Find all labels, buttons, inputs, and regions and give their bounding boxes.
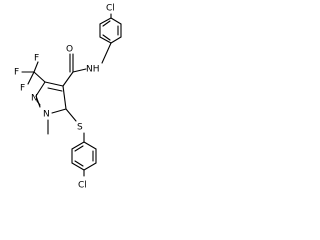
atom-label-thio-s: S	[77, 123, 83, 133]
atom-label-fluorine-1: F	[34, 54, 39, 64]
amide-group	[62, 53, 87, 87]
trifluoromethyl-group	[21, 61, 46, 85]
atom-label-cl-top: Cl	[106, 4, 115, 14]
atom-label-amide-nh: NH	[86, 65, 100, 75]
atom-label-fluorine-3: F	[20, 84, 25, 94]
chemical-structure: Cl O NH F F F N N S Cl	[14, 4, 122, 191]
atom-label-carbonyl-o: O	[66, 45, 73, 55]
chlorophenyl-ring-top	[99, 13, 122, 64]
atom-label-cl-bottom: Cl	[78, 181, 87, 191]
thioether-linkage	[65, 108, 85, 143]
atom-label-ring-n2: N	[31, 94, 38, 104]
atom-label-fluorine-2: F	[14, 68, 19, 78]
pyrazole-ring	[35, 81, 67, 114]
atom-label-ring-n1: N	[43, 110, 50, 120]
chlorophenyl-ring-bottom	[71, 141, 97, 177]
